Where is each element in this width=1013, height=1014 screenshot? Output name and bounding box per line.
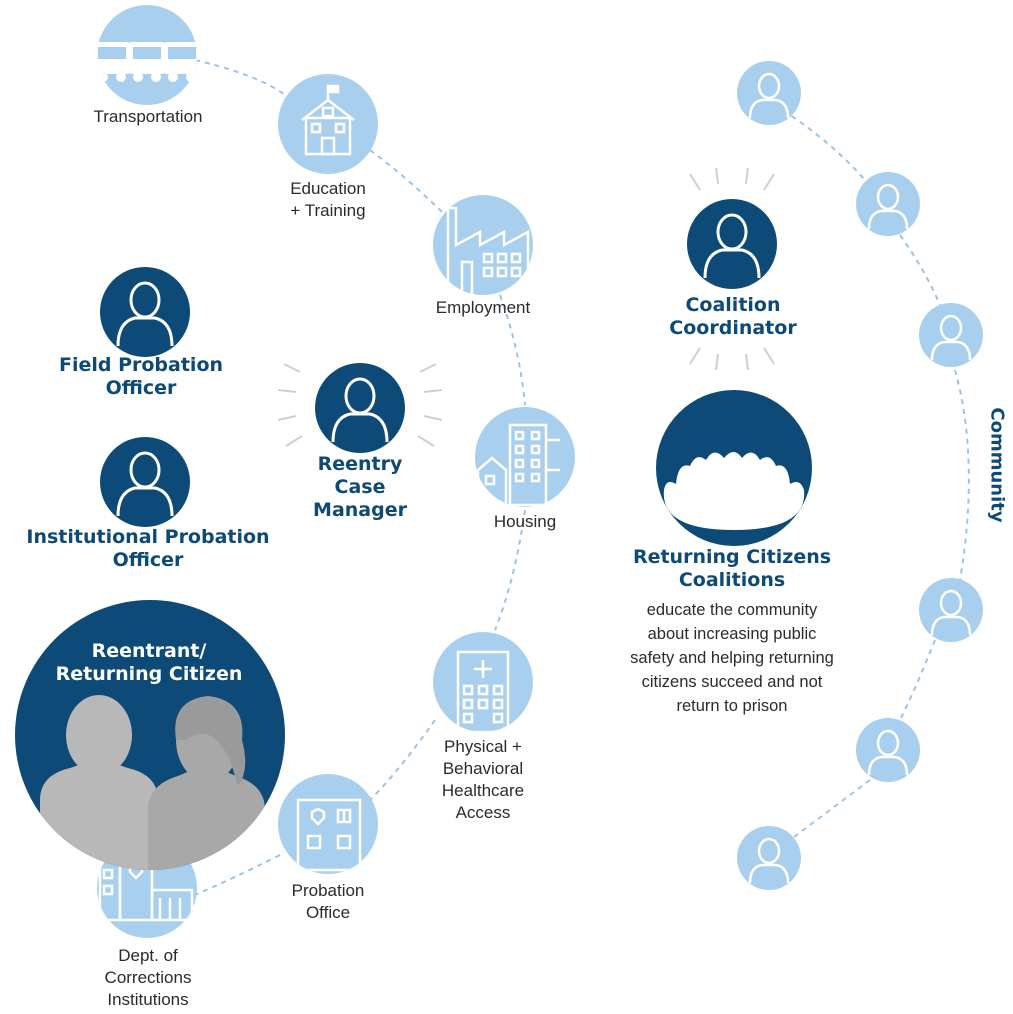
service-arc-line [194, 59, 526, 896]
education-label: Education + Training [290, 178, 366, 222]
employment-node [433, 195, 533, 295]
person-icon [867, 729, 909, 776]
coalitions-description: educate the community about increasing p… [592, 598, 872, 718]
corrections-label: Dept. of Corrections Institutions [105, 945, 192, 1011]
person-icon [116, 451, 174, 517]
person-icon [331, 377, 389, 443]
housing-label: Housing [493, 512, 557, 531]
coalition-coordinator-line1: Coalition [685, 294, 781, 316]
education-node [278, 74, 378, 174]
community-person-4 [919, 578, 983, 642]
person-icon [703, 213, 761, 279]
coalitions-description-line: educate the community [646, 601, 818, 619]
reentry-case-manager-label: Reentry Case Manager [313, 453, 407, 522]
coalitions-description-line: safety and helping returning [630, 649, 834, 667]
transportation-label: Transportation [93, 107, 203, 126]
school-icon [301, 84, 355, 156]
community-arc-line [774, 104, 970, 841]
coalitions-title-line1: Returning Citizens [632, 546, 832, 568]
institutional-probation-officer-line2: Officer [112, 549, 184, 571]
healthcare-label-line3: Healthcare [441, 781, 525, 800]
reentrant-line2: Returning Citizen [55, 663, 243, 685]
healthcare-label-line4: Access [455, 803, 511, 822]
institutional-probation-officer-node [100, 437, 190, 527]
community-person-1 [737, 61, 801, 125]
coalitions-description-line: about increasing public [647, 625, 817, 643]
community-person-3 [919, 303, 983, 367]
person-icon [867, 183, 909, 230]
reentry-case-manager-line1: Reentry [317, 453, 403, 475]
probation-office-label: Probation Office [292, 880, 365, 924]
hospital-icon [456, 650, 510, 732]
reentry-case-manager-line2: Case [334, 476, 386, 498]
office-building-icon [296, 798, 362, 872]
field-probation-officer-line1: Field Probation [58, 354, 224, 376]
factory-icon [446, 206, 530, 295]
coalitions-node [656, 390, 812, 546]
reentrant-node [15, 600, 285, 870]
reentry-case-manager-line3: Manager [313, 499, 407, 521]
coalitions-title: Returning Citizens Coalitions [633, 546, 831, 592]
reentrant-line1: Reentrant/ [91, 640, 207, 662]
healthcare-label: Physical + Behavioral Healthcare Access [442, 736, 524, 824]
institutional-probation-officer-line1: Institutional Probation [26, 526, 270, 548]
raised-hands-icon [663, 452, 805, 530]
reentrant-label: Reentrant/ Returning Citizen [56, 640, 243, 686]
probation-office-label-line2: Office [305, 903, 351, 922]
community-person-2 [856, 172, 920, 236]
institutional-probation-officer-label: Institutional Probation Officer [26, 526, 269, 572]
corrections-label-line1: Dept. of [118, 946, 178, 965]
person-icon [748, 72, 790, 119]
coalition-coordinator-line2: Coordinator [669, 317, 797, 339]
education-label-line1: Education [290, 179, 366, 198]
community-label: Community [986, 407, 1008, 523]
healthcare-label-line2: Behavioral [442, 759, 524, 778]
person-icon [116, 281, 174, 347]
education-label-line2: + Training [290, 201, 366, 220]
coalition-coordinator-node [687, 167, 777, 371]
highlight-rays [277, 363, 443, 447]
employment-label: Employment [435, 298, 531, 317]
corrections-label-line2: Corrections [104, 968, 192, 987]
community-person-6 [737, 826, 801, 890]
field-probation-officer-node [100, 267, 190, 357]
coalitions-title-line2: Coalitions [678, 569, 786, 591]
person-icon [748, 837, 790, 884]
highlight-rays [689, 167, 775, 371]
probation-office-node [278, 774, 378, 874]
corrections-building-icon [98, 848, 194, 922]
transportation-node [97, 5, 197, 105]
field-probation-officer-label: Field Probation Officer [59, 354, 223, 400]
housing-node [475, 407, 575, 507]
coalitions-description-line: return to prison [676, 697, 788, 715]
reentry-case-manager-node [277, 363, 443, 453]
person-icon [930, 589, 972, 636]
healthcare-node [433, 632, 533, 732]
probation-office-label-line1: Probation [291, 881, 365, 900]
community-person-5 [856, 718, 920, 782]
corrections-label-line3: Institutions [107, 990, 189, 1009]
healthcare-label-line1: Physical + [444, 737, 522, 756]
coalitions-description-line: citizens succeed and not [641, 673, 823, 691]
field-probation-officer-line2: Officer [105, 377, 177, 399]
person-icon [930, 314, 972, 361]
coalition-coordinator-label: Coalition Coordinator [669, 294, 796, 340]
